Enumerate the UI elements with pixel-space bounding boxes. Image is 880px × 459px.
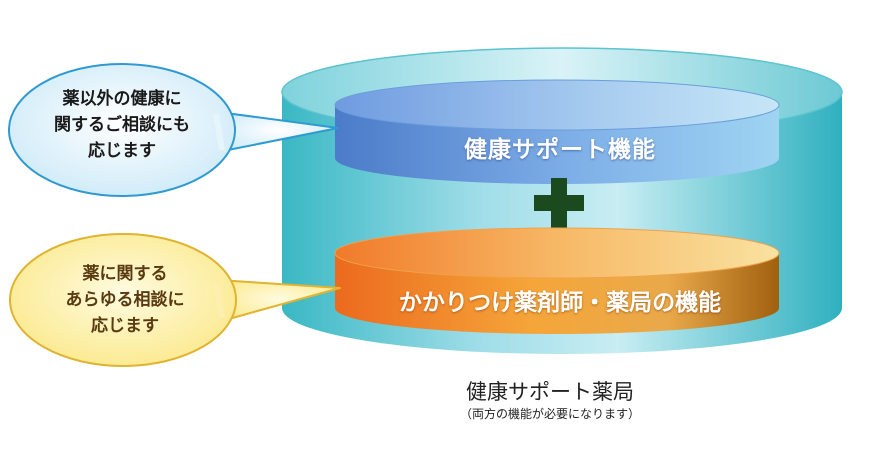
caption-note: （両方の機能が必要になります） [459,407,640,421]
top-band [334,79,780,184]
top-bubble-text: 薬以外の健康に 関するご相談にも 応じます [22,86,222,164]
bottom-bubble-line: あらゆる相談に [65,290,185,310]
top-speech-bubble [8,63,339,197]
top-bubble-line: 関するご相談にも [54,115,190,135]
top-band-label: 健康サポート機能 [464,137,656,163]
bottom-speech-bubble [9,233,341,367]
bottom-bubble-line: 薬に関する [82,264,168,284]
top-bubble-line: 薬以外の健康に [62,89,182,109]
bottom-bubble-text: 薬に関する あらゆる相談に 応じます [30,261,220,339]
bottom-band [334,227,780,334]
plus-icon [534,178,584,228]
bottom-band-label: かかりつけ薬剤師・薬局の機能 [398,290,722,316]
bottom-bubble-line: 応じます [91,316,159,336]
top-bubble-line: 応じます [88,141,156,161]
caption-title: 健康サポート薬局 [466,380,634,404]
